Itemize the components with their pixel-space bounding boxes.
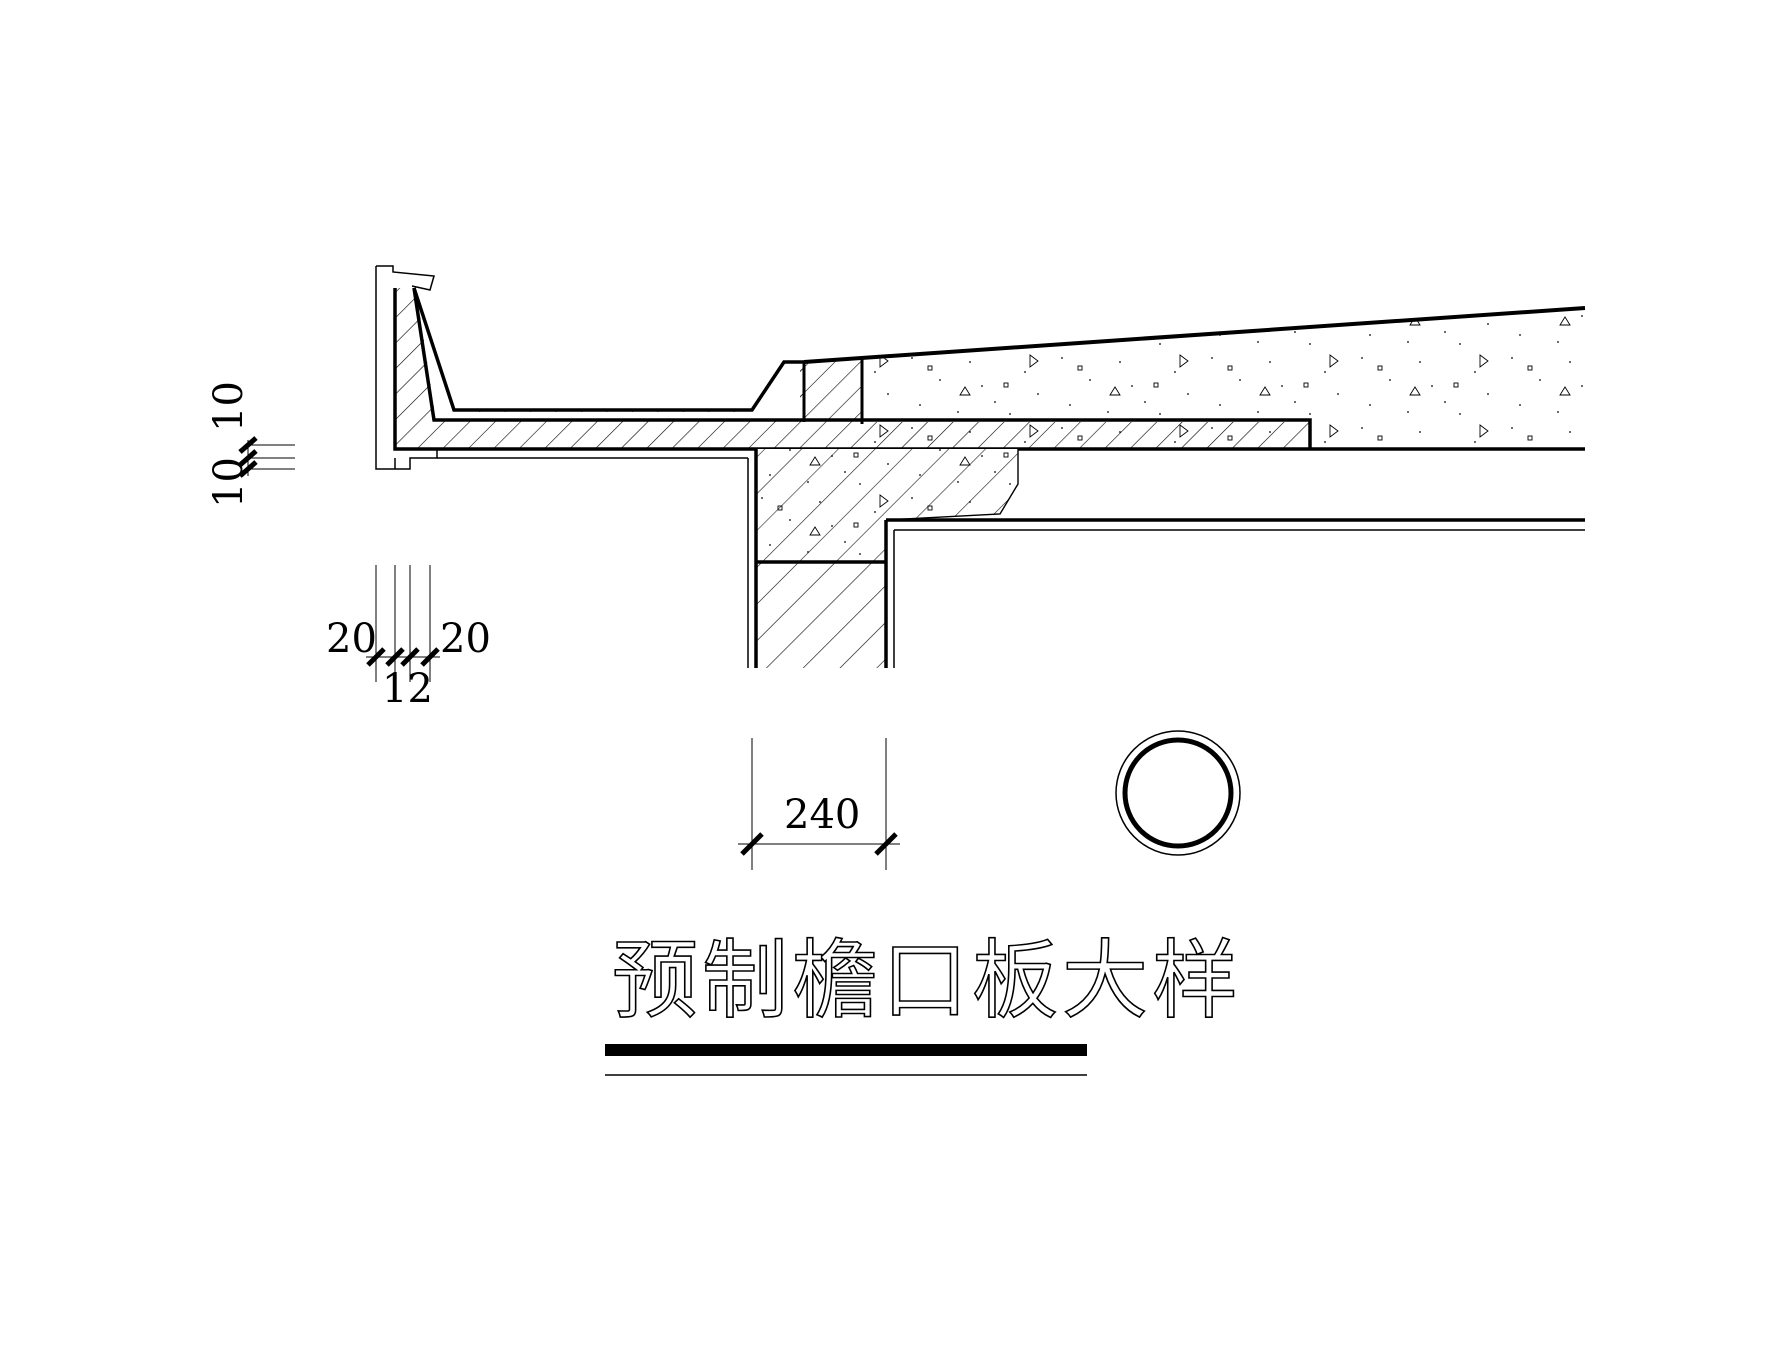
precast-eave-slab xyxy=(375,265,1585,470)
ring-beam xyxy=(756,449,1019,564)
dimension-wall: 240 xyxy=(738,738,900,870)
dim-top-b: 10 xyxy=(206,457,252,508)
drawing-title: 预制檐口板大样 xyxy=(612,931,1242,1031)
ceiling-slab-lines xyxy=(886,518,1585,531)
detail-circle-symbol xyxy=(1115,730,1241,856)
dim-right: 20 xyxy=(440,616,491,662)
dimension-bottom-left: 20 20 12 xyxy=(326,565,491,712)
dimension-top-left: 10 10 xyxy=(206,381,295,508)
dim-top-a: 10 xyxy=(206,381,252,432)
drawing-title-block: 预制檐口板大样 xyxy=(605,930,1242,1076)
dim-mid: 12 xyxy=(382,666,433,712)
brick-wall xyxy=(437,449,895,668)
dim-left: 20 xyxy=(326,616,377,662)
dim-wall: 240 xyxy=(784,792,860,838)
